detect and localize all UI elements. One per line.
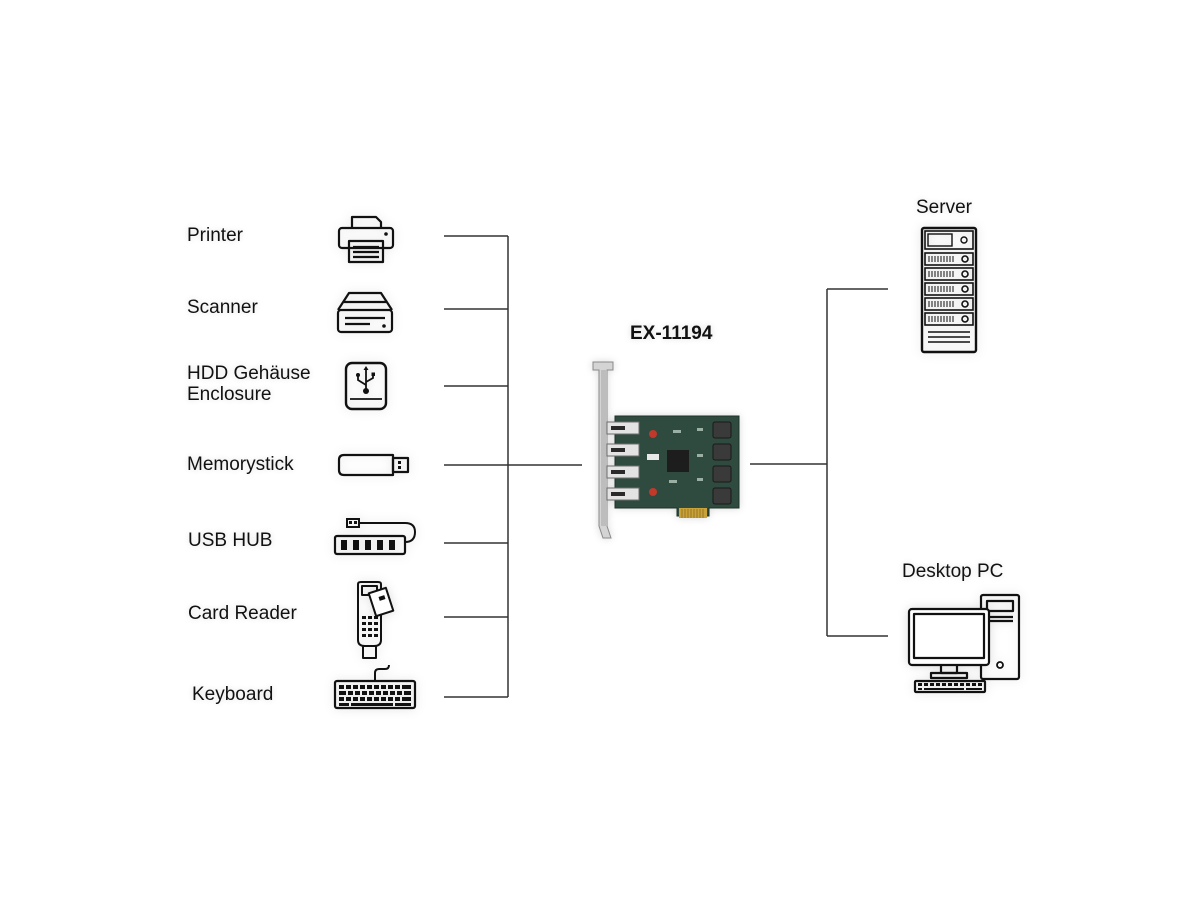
label-server: Server [916,197,972,218]
scanner-icon [336,290,394,336]
keyboard-icon [333,663,417,711]
label-card-reader: Card Reader [188,603,297,624]
usb-stick-icon [337,451,411,479]
label-printer: Printer [187,225,243,246]
usb-hub-icon [333,516,419,558]
label-memorystick: Memorystick [187,454,294,475]
label-scanner: Scanner [187,297,258,318]
label-desktop-pc: Desktop PC [902,561,1004,582]
label-keyboard: Keyboard [192,684,274,705]
pcie-usb-card-image [589,358,745,542]
card-model-title: EX-11194 [630,323,713,344]
hdd-enclosure-icon [344,361,388,413]
desktop-pc-icon [907,593,1023,695]
label-hdd-enclosure: HDD Gehäuse Enclosure [187,363,311,405]
card-reader-icon [352,580,400,660]
server-icon [920,226,978,354]
label-usb-hub: USB HUB [188,530,273,551]
printer-icon [337,214,395,264]
